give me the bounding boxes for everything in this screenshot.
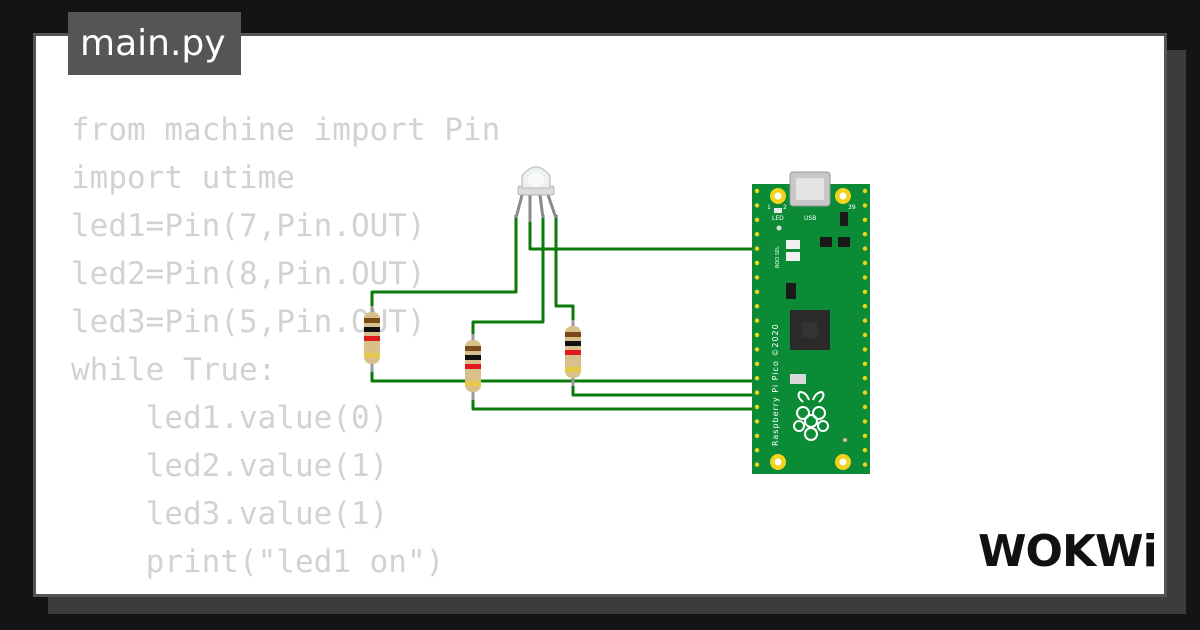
pin-hole[interactable] — [862, 217, 868, 222]
pin-hole[interactable] — [862, 448, 868, 453]
pin-2-label: 2 — [783, 204, 787, 211]
resistor-2[interactable] — [465, 334, 481, 400]
wokwi-logo-text: WOKWi — [978, 526, 1154, 577]
pin-1-label: 1 — [767, 204, 771, 211]
pin-header — [754, 188, 868, 467]
pin-hole[interactable] — [862, 347, 868, 352]
code-editor[interactable]: from machine import Pin import utime led1=… — [71, 106, 501, 594]
pin-hole[interactable] — [754, 390, 760, 395]
pin-hole[interactable] — [862, 462, 868, 467]
code-line: led2=Pin(8,Pin.OUT) — [71, 256, 426, 292]
pin-hole[interactable] — [862, 289, 868, 294]
pin-hole[interactable] — [754, 188, 760, 194]
pin-hole[interactable] — [862, 433, 868, 438]
resistor-3[interactable] — [565, 320, 581, 386]
resistor-1[interactable] — [364, 306, 380, 372]
pin-hole[interactable] — [862, 376, 868, 381]
wire-led-gnd — [528, 215, 860, 251]
code-line: led2.value(1) — [71, 448, 389, 484]
pin-hole[interactable] — [754, 275, 760, 280]
pin-hole[interactable] — [862, 419, 868, 424]
code-line: led3.value(1) — [71, 496, 389, 532]
pin-hole[interactable] — [754, 289, 760, 294]
pin-hole[interactable] — [754, 376, 760, 381]
raspberry-logo-icon — [793, 390, 829, 441]
pin-hole[interactable] — [754, 448, 760, 453]
pin-hole[interactable] — [862, 390, 868, 395]
pin-hole[interactable] — [754, 419, 760, 424]
bootsel-label: BOO SEL — [775, 246, 781, 268]
wire-led-r — [370, 215, 518, 310]
pin-hole[interactable] — [754, 260, 760, 266]
wire-res2-gp — [471, 395, 760, 411]
code-line: print("led1 on") — [71, 544, 445, 580]
pin-hole[interactable] — [754, 318, 760, 323]
led-label: LED — [772, 215, 784, 222]
code-line: while True: — [71, 352, 277, 388]
pin-hole[interactable] — [754, 462, 760, 467]
pin-hole[interactable] — [754, 232, 760, 237]
wire-led-g — [471, 215, 545, 340]
usb-label: USB — [804, 215, 816, 222]
pin-hole[interactable] — [754, 246, 760, 251]
pico-board[interactable]: 1 2 39 LED USB BOO SEL Raspberry Pi Pico… — [752, 171, 870, 474]
pin-hole[interactable] — [754, 404, 760, 410]
pin-hole[interactable] — [862, 332, 868, 338]
pin-hole[interactable] — [862, 404, 868, 410]
pin-hole[interactable] — [862, 304, 868, 309]
pin-hole[interactable] — [862, 203, 868, 208]
rgb-led[interactable] — [514, 166, 558, 222]
code-line: utime.sleep(1) — [71, 586, 500, 594]
pin-hole[interactable] — [754, 332, 760, 338]
pin-hole[interactable] — [754, 347, 760, 352]
pin-hole[interactable] — [862, 275, 868, 280]
pin-hole[interactable] — [754, 361, 760, 366]
pin-hole[interactable] — [754, 433, 760, 438]
wire-led-b — [554, 215, 575, 326]
pin-hole[interactable] — [862, 246, 868, 251]
code-line: led1=Pin(7,Pin.OUT) — [71, 208, 426, 244]
editor-card: from machine import Pin import utime led1=… — [33, 33, 1167, 597]
pin-hole[interactable] — [862, 188, 868, 194]
pin-hole[interactable] — [862, 361, 868, 366]
pin-39-label: 39 — [848, 204, 856, 211]
pin-hole[interactable] — [754, 304, 760, 309]
code-line: from machine import Pin — [71, 112, 501, 148]
pin-hole[interactable] — [862, 260, 868, 266]
wokwi-logo: WOKWi — [978, 526, 1154, 577]
code-line: led1.value(0) — [71, 400, 389, 436]
board-name: Raspberry Pi Pico ©2020 — [771, 323, 780, 446]
pin-hole[interactable] — [862, 232, 868, 237]
pin-hole[interactable] — [754, 217, 760, 222]
pin-hole[interactable] — [754, 203, 760, 208]
code-line: import utime — [71, 160, 295, 196]
file-tab[interactable]: main.py — [68, 12, 241, 75]
pin-hole[interactable] — [862, 318, 868, 323]
wires — [370, 215, 860, 411]
